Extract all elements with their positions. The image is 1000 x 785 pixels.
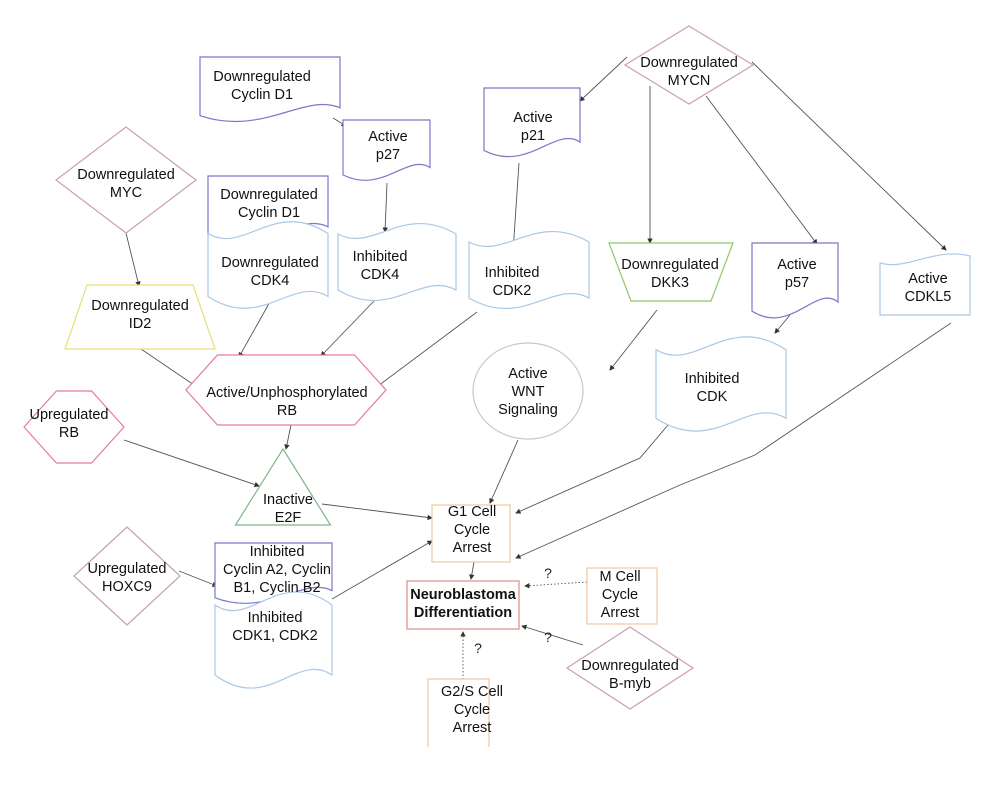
p27-shape (342, 119, 431, 181)
edge-arrow (774, 314, 791, 334)
p57-shape (751, 242, 839, 319)
g1-label: G1 Cell Cycle Arrest (447, 504, 497, 556)
hoxc9-shape (73, 526, 181, 626)
e2f-shape (234, 447, 332, 526)
cdk4-inh-shape (337, 222, 457, 302)
cdk-inh-shape (655, 336, 787, 432)
hoxc9-label: Upregulated HOXC9 (87, 561, 167, 595)
e2f-label: Inactive E2F (263, 492, 313, 526)
p27-label: Active p27 (368, 129, 408, 163)
cdk4-inh-label: Inhibited CDK4 (352, 249, 408, 283)
edge-arrow (382, 182, 388, 233)
edge-arrow (123, 439, 260, 488)
edge-arrow (331, 540, 433, 600)
edge-arrow (489, 439, 519, 504)
cdkl5-shape (879, 253, 971, 316)
id2-label: Downregulated ID2 (91, 298, 189, 332)
edge-dotted-m-arrest (524, 581, 588, 589)
neuro-shape (406, 580, 520, 630)
m-arrest-shape (586, 567, 658, 625)
cdk4-down-label: Downregulated CDK4 (221, 255, 319, 289)
p57-label: Active p57 (777, 257, 817, 291)
edge-arrow (751, 61, 947, 251)
edge-arrow (320, 299, 376, 357)
wnt-shape (472, 342, 584, 440)
cyclin-d1-top-label: Downregulated Cyclin D1 (213, 69, 311, 103)
edge-arrow (321, 503, 433, 521)
cdk2-inh-label: Inhibited CDK2 (484, 265, 540, 299)
g2s-label: G2/S Cell Cycle Arrest (440, 684, 504, 736)
edge-arrow (373, 311, 478, 390)
id2-shape (64, 284, 216, 350)
cdk12-inh-shape (214, 591, 333, 689)
mycn-label: Downregulated MYCN (640, 55, 738, 89)
p21-label: Active p21 (513, 110, 553, 144)
rb-active-label: Active/Unphosphorylated RB (206, 385, 368, 419)
edge-arrow (140, 348, 198, 388)
rb-up-shape (23, 390, 125, 464)
edge-arrow (705, 95, 818, 245)
edge-arrow (284, 424, 292, 450)
bmyb-shape (565, 626, 695, 710)
g1-shape (431, 504, 511, 563)
edge-arrow (579, 56, 628, 102)
edge-arrow (238, 299, 272, 358)
cdk2-inh-shape (468, 230, 590, 310)
cdkl5-label: Active CDKL5 (904, 271, 952, 305)
cyclins-inh-label: Inhibited Cyclin A2, Cyclin B1, Cyclin B… (223, 544, 331, 596)
edge-arrow (515, 322, 952, 559)
mycn-shape (623, 25, 755, 105)
cdk-inh-label: Inhibited CDK (684, 371, 740, 405)
edge-arrow (510, 162, 520, 253)
wnt-label: Active WNT Signaling (498, 366, 558, 418)
rb-active-shape (185, 354, 387, 426)
dkk3-shape (608, 242, 734, 302)
edge-question-label: ? (544, 629, 552, 645)
myc-shape (55, 126, 197, 234)
edge-arrow (125, 232, 141, 287)
edge-arrow (515, 424, 669, 514)
cyclin-d1-mid-label: Downregulated Cyclin D1 (220, 187, 318, 221)
edge-arrow (178, 570, 218, 587)
rb-up-label: Upregulated RB (29, 407, 109, 441)
myc-label: Downregulated MYC (77, 167, 175, 201)
edge-question-label: ? (474, 640, 482, 656)
m-arrest-label: M Cell Cycle Arrest (599, 569, 641, 621)
neuro-label: Neuroblastoma Differentiation (410, 587, 516, 621)
edge-arrow (609, 309, 658, 371)
cyclin-d1-top-shape (199, 56, 341, 122)
dkk3-label: Downregulated DKK3 (621, 257, 719, 291)
cdk12-inh-label: Inhibited CDK1, CDK2 (232, 610, 318, 644)
edge-arrow (469, 561, 475, 580)
bmyb-label: Downregulated B-myb (581, 658, 679, 692)
g2s-shape (427, 678, 490, 747)
cdk4-down-shape (207, 221, 329, 309)
edge-bmyb (521, 624, 584, 646)
p21-shape (483, 87, 581, 158)
edge-question-label: ? (544, 565, 552, 581)
